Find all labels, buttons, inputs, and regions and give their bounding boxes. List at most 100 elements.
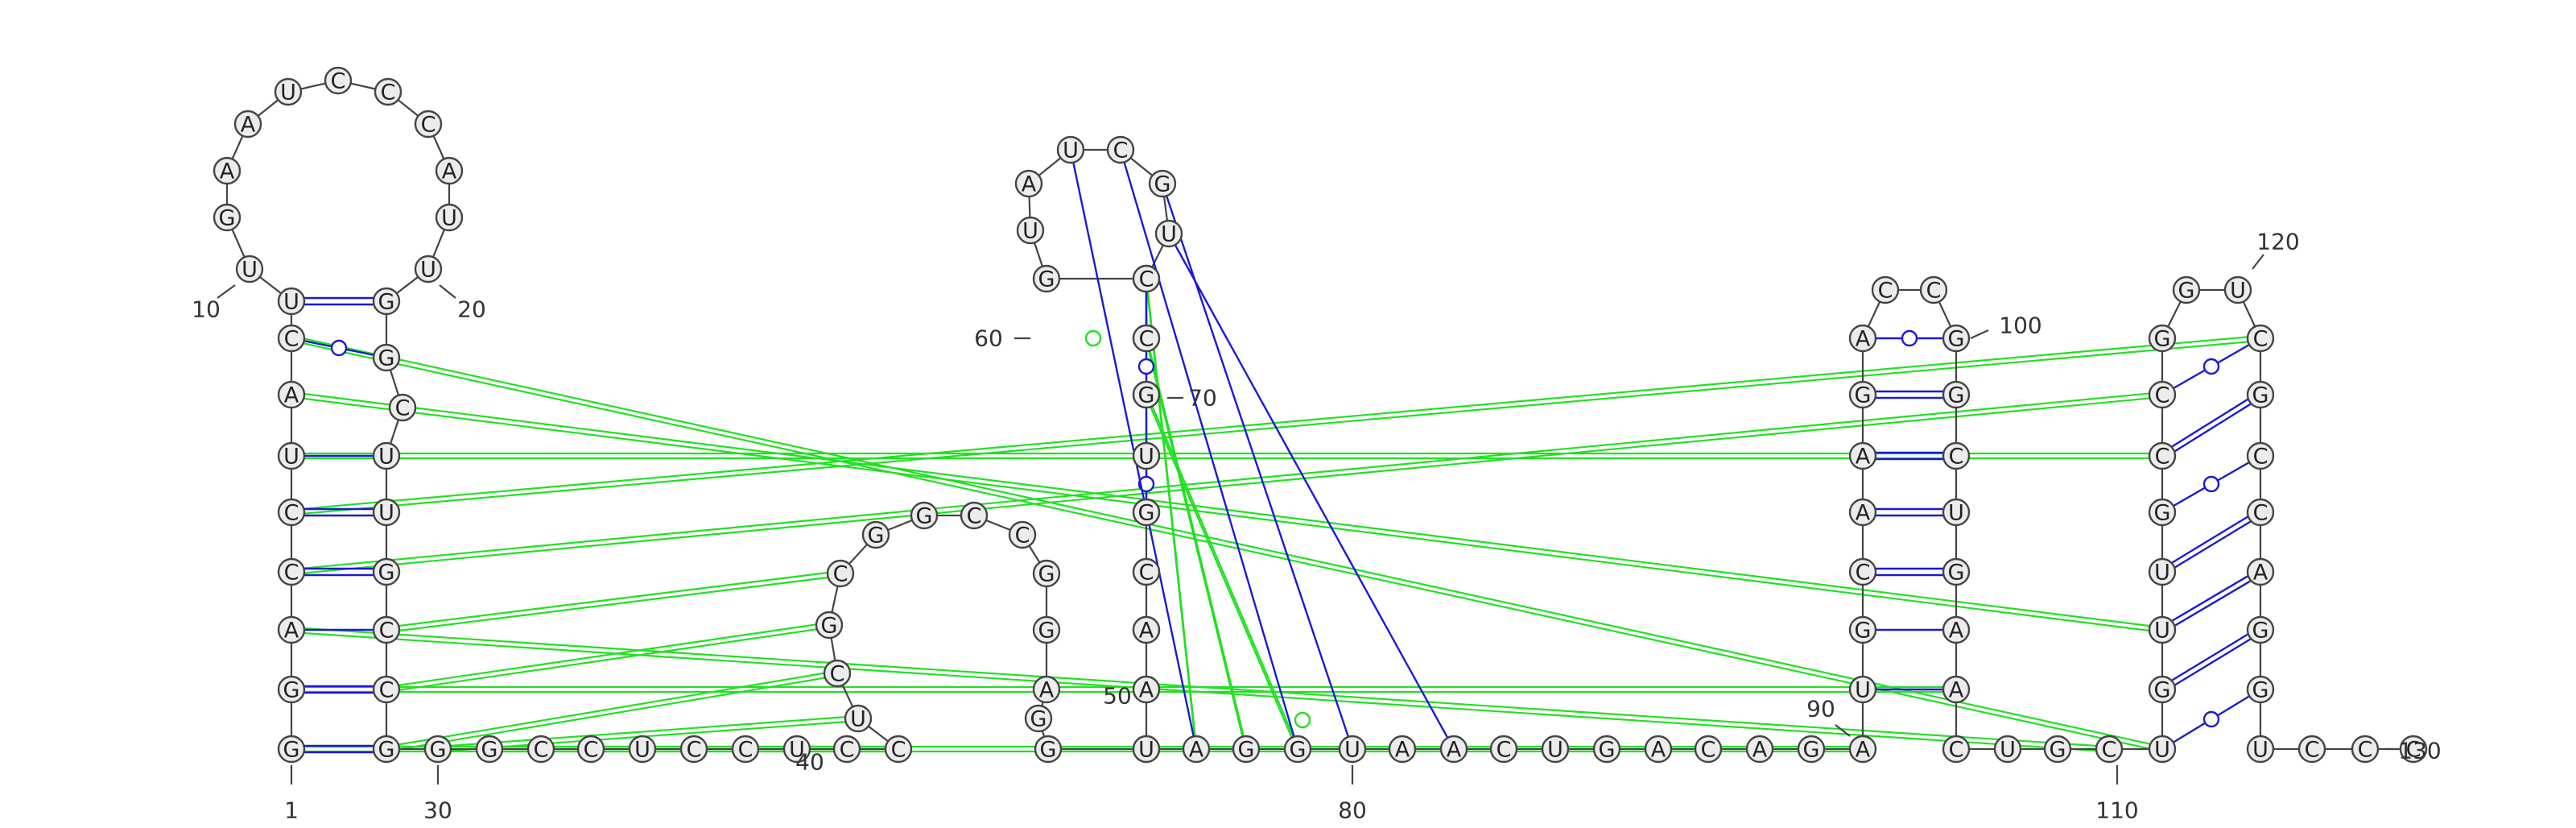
base-pair-line (2161, 573, 2261, 635)
nucleotide: C (1489, 735, 1518, 764)
nucleotide-letter: C (687, 738, 702, 763)
nucleotide-circle (844, 704, 873, 733)
nucleotide-circle (1644, 735, 1673, 764)
nucleotide: A (1132, 615, 1161, 644)
nucleotide-letter: U (441, 206, 457, 231)
nucleotide-letter: G (2252, 619, 2269, 644)
nucleotide-circle (435, 203, 464, 232)
nucleotide-letter: G (1038, 619, 1055, 644)
nucleotide-letter: G (1599, 738, 1616, 763)
position-label: 60 (974, 325, 1003, 352)
nucleotide-circle (2246, 324, 2275, 353)
nucleotide: G (1132, 498, 1161, 527)
nucleotide-letter: C (395, 396, 411, 421)
nucleotide-circle (2246, 615, 2275, 644)
nucleotide: A (277, 615, 306, 644)
nucleotide-letter: C (967, 504, 982, 529)
nucleotide: G (1942, 557, 1971, 586)
nucleotide-letter: C (534, 738, 549, 763)
nucleotide: G (1942, 324, 1971, 353)
nucleotide: U (628, 735, 657, 764)
nucleotide-circle (372, 287, 401, 316)
nucleotide-circle (2246, 675, 2275, 704)
nucleotide-letter: A (1447, 738, 1462, 763)
position-label: 20 (457, 296, 486, 323)
nucleotide-letter: C (2102, 738, 2117, 763)
nucleotide-letter: A (1856, 501, 1871, 526)
nucleotide-circle (1388, 735, 1417, 764)
nucleotide-circle (2351, 735, 2380, 764)
nucleotide-letter: G (378, 290, 395, 315)
nucleotide-circle (1148, 169, 1177, 198)
nucleotide-letter: C (1949, 738, 1964, 763)
pseudoknot-line (291, 339, 2163, 753)
pseudoknot-line (291, 395, 2163, 576)
nucleotide-circle (423, 735, 452, 764)
nucleotide-circle (1056, 135, 1085, 164)
nucleotide: A (1745, 735, 1774, 764)
nucleotide-circle (274, 77, 303, 106)
nucleotide: G (372, 343, 401, 372)
nucleotide-letter: A (2253, 561, 2268, 586)
nucleotide-letter: G (868, 524, 885, 549)
nucleotide-circle (1848, 557, 1877, 586)
position-label: 40 (795, 749, 824, 776)
nucleotide: G (1034, 735, 1063, 764)
nucleotide-letter: G (219, 206, 236, 231)
base-pair-line (2161, 625, 2261, 688)
pseudoknot-line (1145, 396, 1299, 752)
nucleotide: C (2246, 441, 2275, 470)
position-tick (1970, 329, 1989, 340)
pseudoknot-line (437, 714, 859, 748)
nucleotide-circle (2148, 324, 2177, 353)
nucleotide: C (414, 110, 443, 139)
nucleotide-circle (1848, 735, 1877, 764)
nucleotide-letter: G (1948, 561, 1965, 586)
nucleotide-circle (1871, 275, 1900, 304)
nucleotide-circle (731, 735, 760, 764)
nucleotide: U (1338, 735, 1367, 764)
nucleotide-circle (372, 735, 401, 764)
nucleotide: U (2148, 615, 2177, 644)
nucleotide-letter: C (830, 662, 845, 687)
nucleotide-circle (1132, 264, 1161, 293)
nucleotide-circle (1132, 441, 1161, 470)
nucleotide-circle (2399, 735, 2428, 764)
nucleotide: C (1919, 275, 1948, 304)
nucleotide: U (1541, 735, 1570, 764)
nucleotide-letter: C (381, 81, 396, 106)
nucleotide-circle (1132, 735, 1161, 764)
pseudoknot-line (291, 395, 2163, 634)
nucleotide-letter: C (2406, 738, 2421, 763)
nucleotide-letter: C (379, 678, 394, 703)
nucleotide: U (277, 287, 306, 316)
base-pair-line (2161, 507, 2261, 570)
nucleotide-circle (2246, 557, 2275, 586)
pseudoknot-line (1145, 391, 1299, 747)
nucleotide-letter: G (2252, 678, 2269, 703)
nucleotide: U (2246, 735, 2275, 764)
nucleotide-circle (277, 287, 306, 316)
pseudoknot-line (291, 391, 2163, 571)
nucleotide-circle (372, 343, 401, 372)
nucleotide: C (277, 557, 306, 586)
nucleotide: A (1014, 169, 1043, 198)
nucleotide: C (2095, 735, 2124, 764)
nucleotide: G (277, 735, 306, 764)
nucleotide-letter: U (1161, 222, 1177, 247)
nucleotide: C (884, 735, 913, 764)
nucleotide-letter: G (378, 561, 395, 586)
base-pair-line (1167, 233, 1455, 750)
nucleotide-circle (1942, 498, 1971, 527)
pseudoknot-line (1145, 280, 1198, 752)
nucleotide-letter: A (284, 619, 299, 644)
nucleotide-circle (277, 615, 306, 644)
nucleotide-letter: A (1189, 738, 1204, 763)
base-pair-line (2161, 396, 2261, 461)
nucleotide-circle (1942, 557, 1971, 586)
nucleotide-letter: C (2253, 501, 2268, 526)
nucleotide-circle (1034, 735, 1063, 764)
nucleotide: G (1032, 615, 1061, 644)
nucleotide-letter: G (430, 738, 447, 763)
nucleotide: A (2246, 557, 2275, 586)
